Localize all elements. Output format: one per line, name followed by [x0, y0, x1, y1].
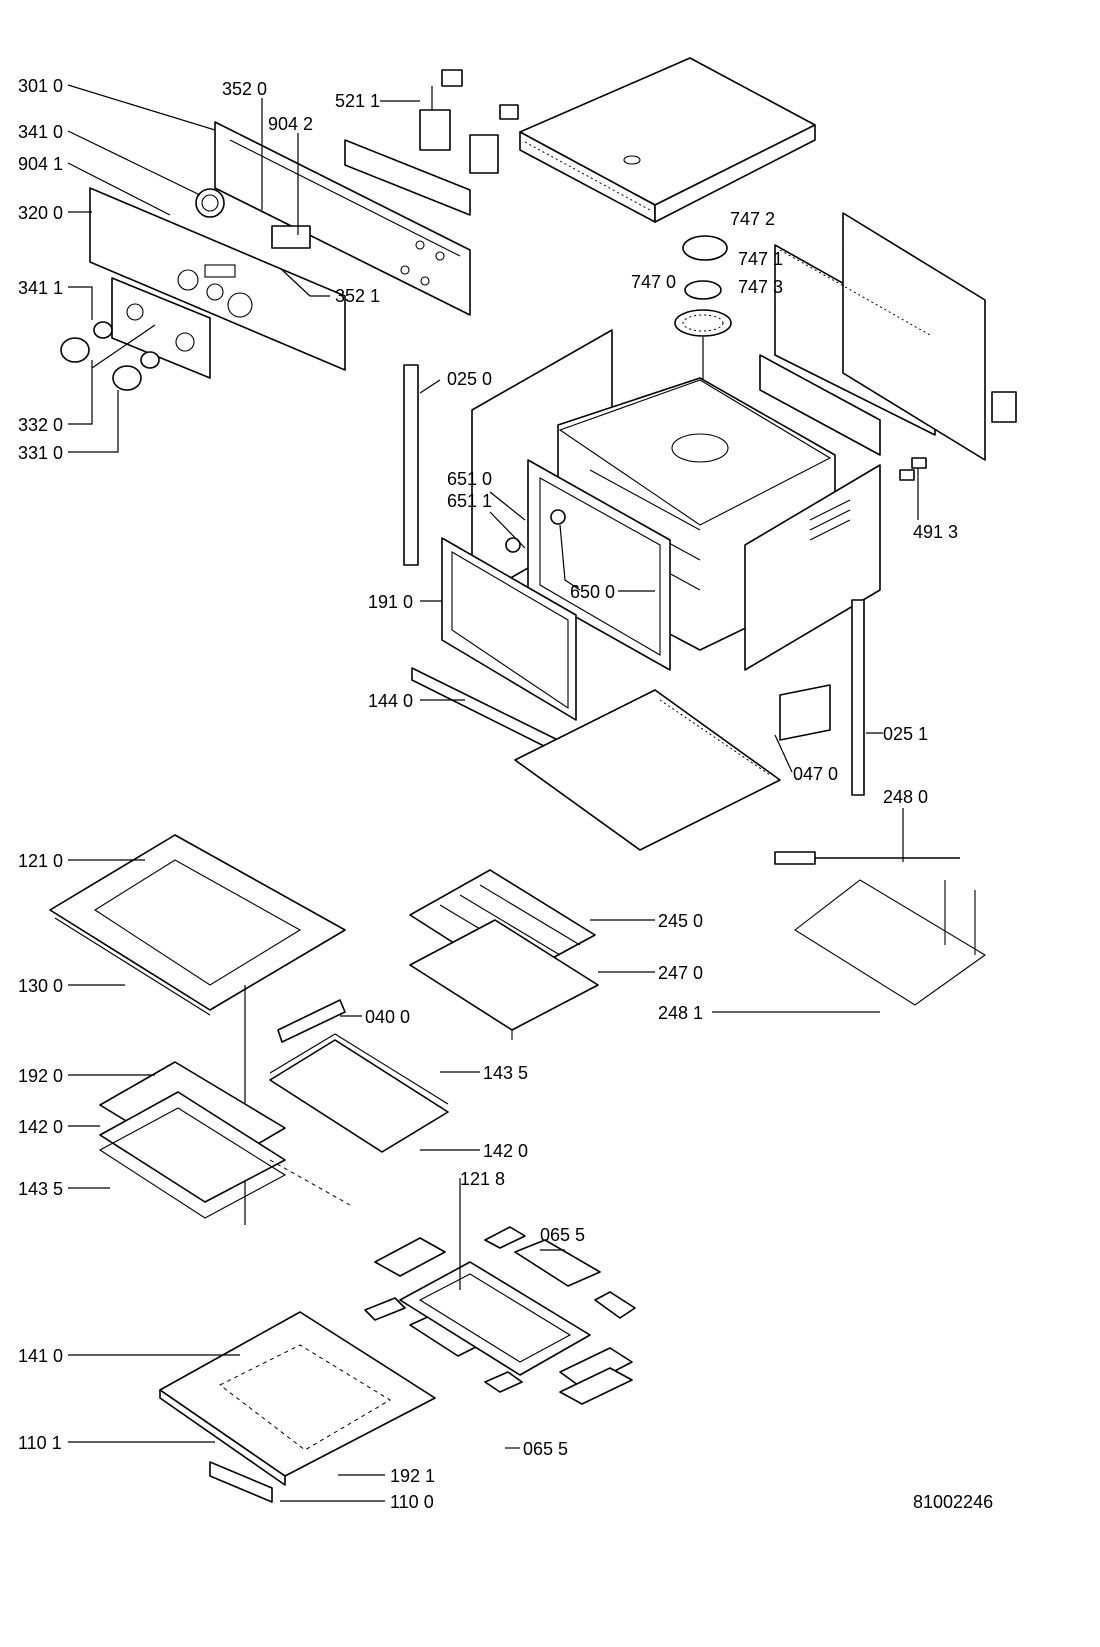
callout-904-1: 904 1 — [18, 154, 63, 174]
accessories-group — [409, 851, 987, 1040]
callout-191-0: 191 0 — [368, 592, 413, 612]
part-switch — [419, 109, 451, 151]
callout-245-0: 245 0 — [658, 911, 703, 931]
part-baking-tray — [409, 919, 599, 1031]
part-outer-glass — [269, 1039, 449, 1153]
callout-650-0: 650 0 — [570, 582, 615, 602]
part-knob-left — [60, 337, 90, 363]
callout-121-8: 121 8 — [460, 1169, 505, 1189]
callout-130-0: 130 0 — [18, 976, 63, 996]
callout-110-1: 110 1 — [18, 1433, 62, 1453]
callout-065-5-lower: 065 5 — [523, 1439, 568, 1459]
callout-142-0-right: 142 0 — [483, 1141, 528, 1161]
callout-301-0: 301 0 — [18, 76, 63, 96]
part-fan-cover — [682, 235, 728, 261]
part-knob-right — [112, 365, 142, 391]
callout-352-1: 352 1 — [335, 286, 380, 306]
part-seal-frame — [441, 537, 577, 721]
callout-025-1: 025 1 — [883, 724, 928, 744]
oven-cavity-group — [403, 212, 1017, 851]
callout-651-0: 651 0 — [447, 469, 492, 489]
part-knob-bezel — [195, 188, 225, 218]
callout-341-0: 341 0 — [18, 122, 63, 142]
callout-040-0: 040 0 — [365, 1007, 410, 1027]
part-fan-motor — [684, 280, 722, 300]
part-door-frame — [49, 834, 346, 1011]
callout-144-0: 144 0 — [368, 691, 413, 711]
part-insulation-block — [374, 1237, 446, 1277]
door-group — [49, 834, 636, 1503]
part-door-handle — [209, 1461, 273, 1503]
callout-141-0: 141 0 — [18, 1346, 63, 1366]
control-panel-group — [60, 69, 519, 391]
part-connector — [899, 469, 915, 481]
part-right-rail — [851, 599, 865, 796]
callout-332-0: 332 0 — [18, 415, 63, 435]
callout-747-1: 747 1 — [738, 249, 783, 269]
callout-065-5-upper: 065 5 — [540, 1225, 585, 1245]
callout-110-0: 110 0 — [390, 1492, 434, 1512]
document-number: 81002246 — [913, 1492, 993, 1512]
callout-341-1: 341 1 — [18, 278, 63, 298]
part-fan-wheel — [674, 309, 732, 337]
callout-352-0: 352 0 — [222, 79, 267, 99]
callout-121-0: 121 0 — [18, 851, 63, 871]
callout-142-0-left: 142 0 — [18, 1117, 63, 1137]
part-right-side-panel — [744, 464, 881, 671]
part-wire-basket — [794, 879, 987, 1006]
top-cover-group — [519, 57, 816, 420]
part-rear-right-panel — [759, 354, 881, 456]
callout-747-3: 747 3 — [738, 277, 783, 297]
part-inner-door-frame — [399, 1261, 591, 1376]
callout-248-0: 248 0 — [883, 787, 928, 807]
part-lamp — [550, 509, 566, 525]
callout-143-5-upper: 143 5 — [483, 1063, 528, 1083]
part-front-panel — [89, 187, 346, 371]
part-switch-bracket — [344, 139, 471, 216]
callout-labels: 301 0 352 0 521 1 904 2 341 0 904 1 320 … — [18, 76, 993, 1512]
part-hinge-bracket — [779, 684, 831, 741]
callout-331-0: 331 0 — [18, 443, 63, 463]
callout-320-0: 320 0 — [18, 203, 63, 223]
callout-491-3: 491 3 — [913, 522, 958, 542]
part-display-module — [271, 225, 311, 249]
leader-lines — [67, 84, 919, 1502]
callout-143-5-lower: 143 5 — [18, 1179, 63, 1199]
part-glass-panel — [99, 1091, 286, 1203]
callout-192-0: 192 0 — [18, 1066, 63, 1086]
part-door-hinge — [277, 999, 346, 1043]
part-door-panel — [159, 1311, 436, 1477]
callout-904-2: 904 2 — [268, 114, 313, 134]
callout-747-2: 747 2 — [730, 209, 775, 229]
callout-521-1: 521 1 — [335, 91, 380, 111]
callout-747-0: 747 0 — [631, 272, 676, 292]
part-left-rail — [403, 364, 419, 566]
callout-192-1: 192 1 — [390, 1466, 435, 1486]
part-bottom-plate — [514, 689, 781, 851]
part-knob-plate — [111, 277, 211, 379]
callout-047-0: 047 0 — [793, 764, 838, 784]
part-top-cover — [519, 57, 816, 206]
callout-651-1: 651 1 — [447, 491, 492, 511]
callout-025-0: 025 0 — [447, 369, 492, 389]
callout-247-0: 247 0 — [658, 963, 703, 983]
part-rear-panel — [214, 121, 471, 316]
callout-248-1: 248 1 — [658, 1003, 703, 1023]
